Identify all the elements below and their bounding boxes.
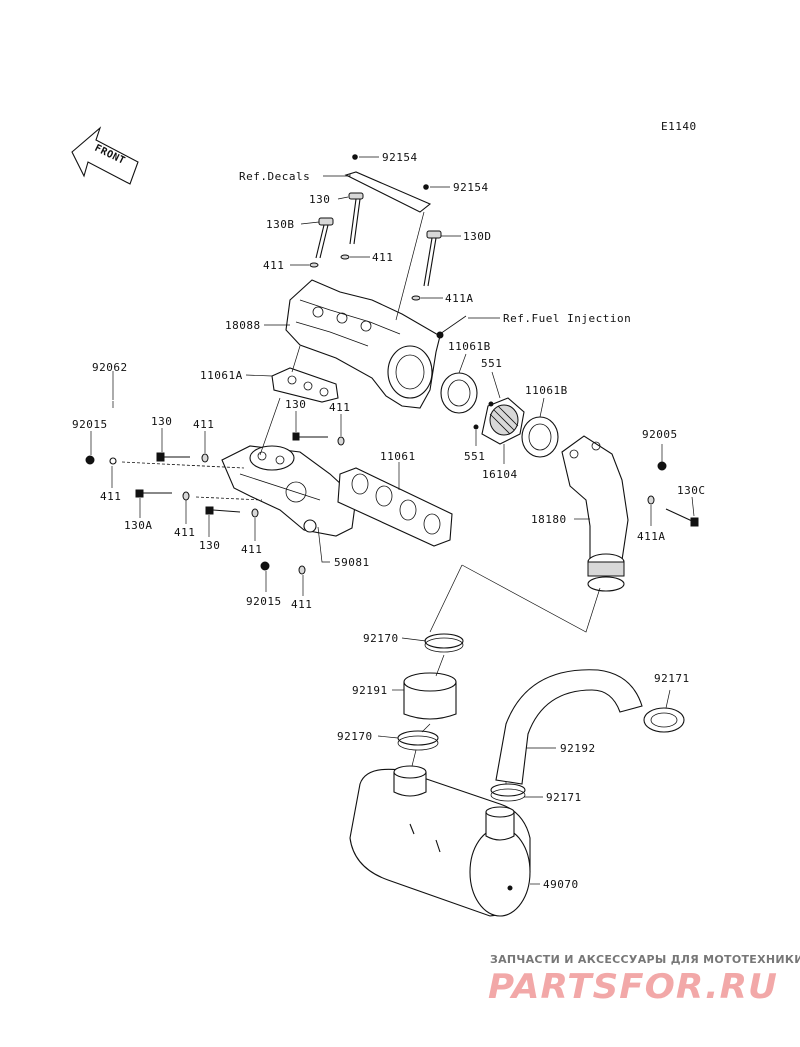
gasket-11061a: [271, 367, 339, 403]
label-92015-b: 92015: [246, 595, 282, 608]
leader-lines: [90, 156, 695, 885]
label-92192: 92192: [560, 742, 596, 755]
label-11061b-a: 11061B: [448, 340, 491, 353]
label-92154-b: 92154: [453, 181, 489, 194]
label-411-b: 411: [372, 251, 393, 264]
label-92062: 92062: [92, 361, 128, 374]
label-92171-b: 92171: [546, 791, 582, 804]
front-arrow-icon: FRONT: [71, 126, 139, 185]
bolt-130b: [315, 217, 334, 259]
clamp-92170-lower: [397, 730, 439, 751]
label-411-e: 411: [100, 490, 121, 503]
label-130a: 130A: [124, 519, 153, 532]
label-411a-a: 411A: [445, 292, 474, 305]
label-92015-a: 92015: [72, 418, 108, 431]
lower-manifold-59081: [221, 445, 357, 537]
label-130c: 130C: [677, 484, 706, 497]
label-92005: 92005: [642, 428, 678, 441]
label-11061a: 11061A: [200, 369, 243, 382]
clamp-92171-lower: [490, 783, 526, 802]
stud-551-a: [488, 401, 494, 407]
label-130b: 130B: [266, 218, 295, 231]
label-130-c: 130: [151, 415, 172, 428]
bolts-left: [85, 401, 345, 575]
tail-pipe-92192: [495, 669, 643, 785]
label-11061b-b: 11061B: [525, 384, 568, 397]
label-18180: 18180: [531, 513, 567, 526]
bolt-130-top: [348, 192, 364, 245]
valve-16104: [481, 397, 525, 445]
label-92191: 92191: [352, 684, 388, 697]
clamp-92171-upper: [643, 707, 685, 733]
label-551-a: 551: [481, 357, 502, 370]
label-130-b: 130: [285, 398, 306, 411]
label-411-c: 411: [329, 401, 350, 414]
label-411-d: 411: [193, 418, 214, 431]
label-130-d: 130: [199, 539, 220, 552]
decal-strip: [344, 171, 432, 213]
label-92171-a: 92171: [654, 672, 690, 685]
label-130d: 130D: [463, 230, 492, 243]
small-screws: [309, 154, 429, 301]
label-18088: 18088: [225, 319, 261, 332]
stud-551-b: [473, 424, 479, 430]
label-411-h: 411: [291, 598, 312, 611]
label-130-a: 130: [309, 193, 330, 206]
upper-manifold-18088: [285, 279, 467, 409]
pipe-18180: [561, 435, 699, 592]
label-92154-a: 92154: [382, 151, 418, 164]
diagram-code: E1140: [661, 120, 697, 133]
ref-fuel-injection-label: Ref.Fuel Injection: [503, 312, 631, 325]
label-92170-a: 92170: [363, 632, 399, 645]
hose-92191: [403, 672, 457, 720]
muffler-49070: [349, 765, 531, 917]
label-16104: 16104: [482, 468, 518, 481]
label-92170-b: 92170: [337, 730, 373, 743]
watermark-tagline: ЗАПЧАСТИ И АКСЕССУАРЫ ДЛЯ МОТОТЕХНИКИ: [490, 953, 800, 966]
label-411a-b: 411A: [637, 530, 666, 543]
label-49070: 49070: [543, 878, 579, 891]
label-11061: 11061: [380, 450, 416, 463]
label-411-f: 411: [174, 526, 195, 539]
ref-decals-label: Ref.Decals: [239, 170, 310, 183]
label-59081: 59081: [334, 556, 370, 569]
label-411-a: 411: [263, 259, 284, 272]
gasket-11061: [337, 467, 453, 547]
gasket-11061b-left: [440, 372, 478, 414]
bolt-130d: [423, 230, 442, 287]
gasket-11061b-right: [521, 416, 559, 458]
label-411-g: 411: [241, 543, 262, 556]
watermark-brand: PARTSFOR.RU: [488, 967, 778, 1007]
clamp-92170-upper: [424, 633, 464, 653]
label-551-b: 551: [464, 450, 485, 463]
